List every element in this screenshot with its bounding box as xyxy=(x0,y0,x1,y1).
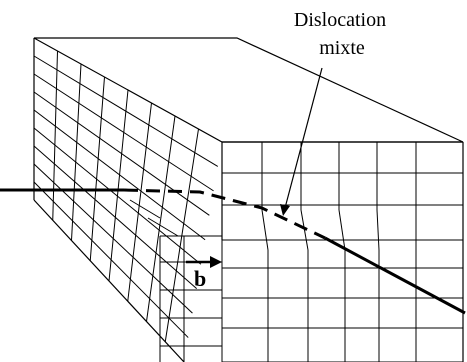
side-lattice-vertical xyxy=(164,128,199,342)
side-lattice-vertical xyxy=(146,115,176,322)
side-lattice-vertical xyxy=(71,63,82,241)
slip-step-edge xyxy=(147,217,179,237)
side-lattice-vertical xyxy=(127,102,152,302)
front-lattice-vertical xyxy=(376,209,380,251)
front-face-lattice xyxy=(221,141,463,362)
dislocation-line-right xyxy=(324,236,466,315)
burgers-vector: b xyxy=(186,256,222,291)
front-lattice-vertical xyxy=(338,209,346,251)
side-lattice-horizontal xyxy=(33,181,189,338)
side-lattice-vertical xyxy=(89,76,105,261)
slip-step-cells xyxy=(129,199,223,362)
side-face-lattice xyxy=(33,50,219,342)
side-lattice-horizontal xyxy=(33,55,219,167)
front-lattice-vertical xyxy=(261,209,269,251)
annotation-arrow xyxy=(280,67,323,216)
slip-step-edge xyxy=(129,199,161,219)
block-top-face xyxy=(33,37,464,143)
burgers-vector-label: b xyxy=(194,266,206,291)
annotation-subtitle: mixte xyxy=(319,37,365,59)
side-lattice-horizontal xyxy=(33,73,214,192)
side-lattice-vertical xyxy=(52,50,58,221)
front-lattice-vertical xyxy=(300,209,309,251)
annotation-title: Dislocation xyxy=(294,9,386,31)
side-lattice-vertical xyxy=(108,89,129,282)
side-lattice-horizontal xyxy=(33,109,206,241)
dislocation-line xyxy=(0,188,466,315)
side-lattice-horizontal xyxy=(33,127,202,265)
side-lattice-horizontal xyxy=(33,145,197,290)
block-outline xyxy=(33,38,464,362)
side-lattice-horizontal xyxy=(33,91,210,216)
burgers-arrow-head xyxy=(210,256,222,268)
